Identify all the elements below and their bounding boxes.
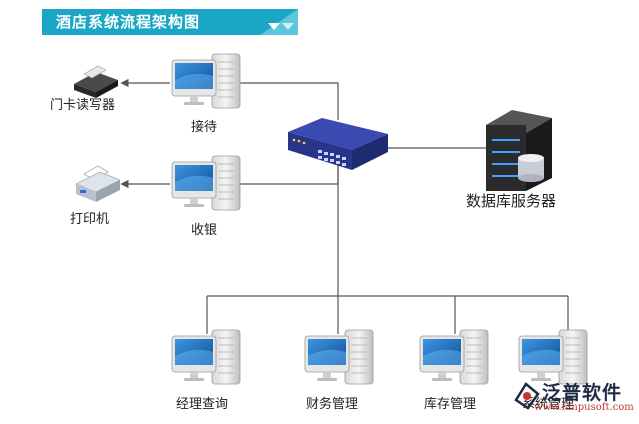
label-card-reader: 门卡读写器	[50, 98, 116, 113]
network-switch	[288, 118, 388, 170]
label-inventory: 库存管理	[424, 397, 477, 412]
printer-icon	[75, 165, 121, 202]
link-reception	[224, 82, 339, 120]
watermark-name: 泛普软件	[542, 382, 623, 404]
fanpu-logo-icon	[514, 382, 540, 410]
pc-finance-icon	[304, 329, 374, 385]
card-reader-icon	[74, 65, 118, 98]
database-server	[486, 110, 552, 191]
watermark-url: www.fanpusoft.com	[534, 402, 634, 413]
label-finance: 财务管理	[306, 397, 359, 412]
label-system-mgmt: 系统管理	[522, 397, 575, 412]
database-cylinder-icon	[518, 154, 544, 182]
label-manager-query: 经理查询	[176, 397, 229, 412]
pc-manager-icon	[171, 329, 241, 385]
page-title: 酒店系统流程架构图	[56, 13, 201, 31]
label-reception: 接待	[191, 120, 218, 135]
link-cashier	[224, 160, 339, 185]
banner-shape	[42, 9, 298, 35]
pc-reception-icon	[171, 53, 241, 109]
title-banner: 酒店系统流程架构图	[42, 9, 298, 35]
label-db-server: 数据库服务器	[466, 192, 557, 210]
watermark: 泛普软件 www.fanpusoft.com	[512, 378, 637, 420]
label-cashier: 收银	[191, 223, 218, 238]
pc-system-icon	[518, 329, 588, 385]
pc-cashier-icon	[171, 155, 241, 211]
workstations	[171, 53, 588, 385]
label-printer: 打印机	[70, 212, 110, 227]
connection-lines	[120, 78, 569, 334]
pc-inventory-icon	[419, 329, 489, 385]
